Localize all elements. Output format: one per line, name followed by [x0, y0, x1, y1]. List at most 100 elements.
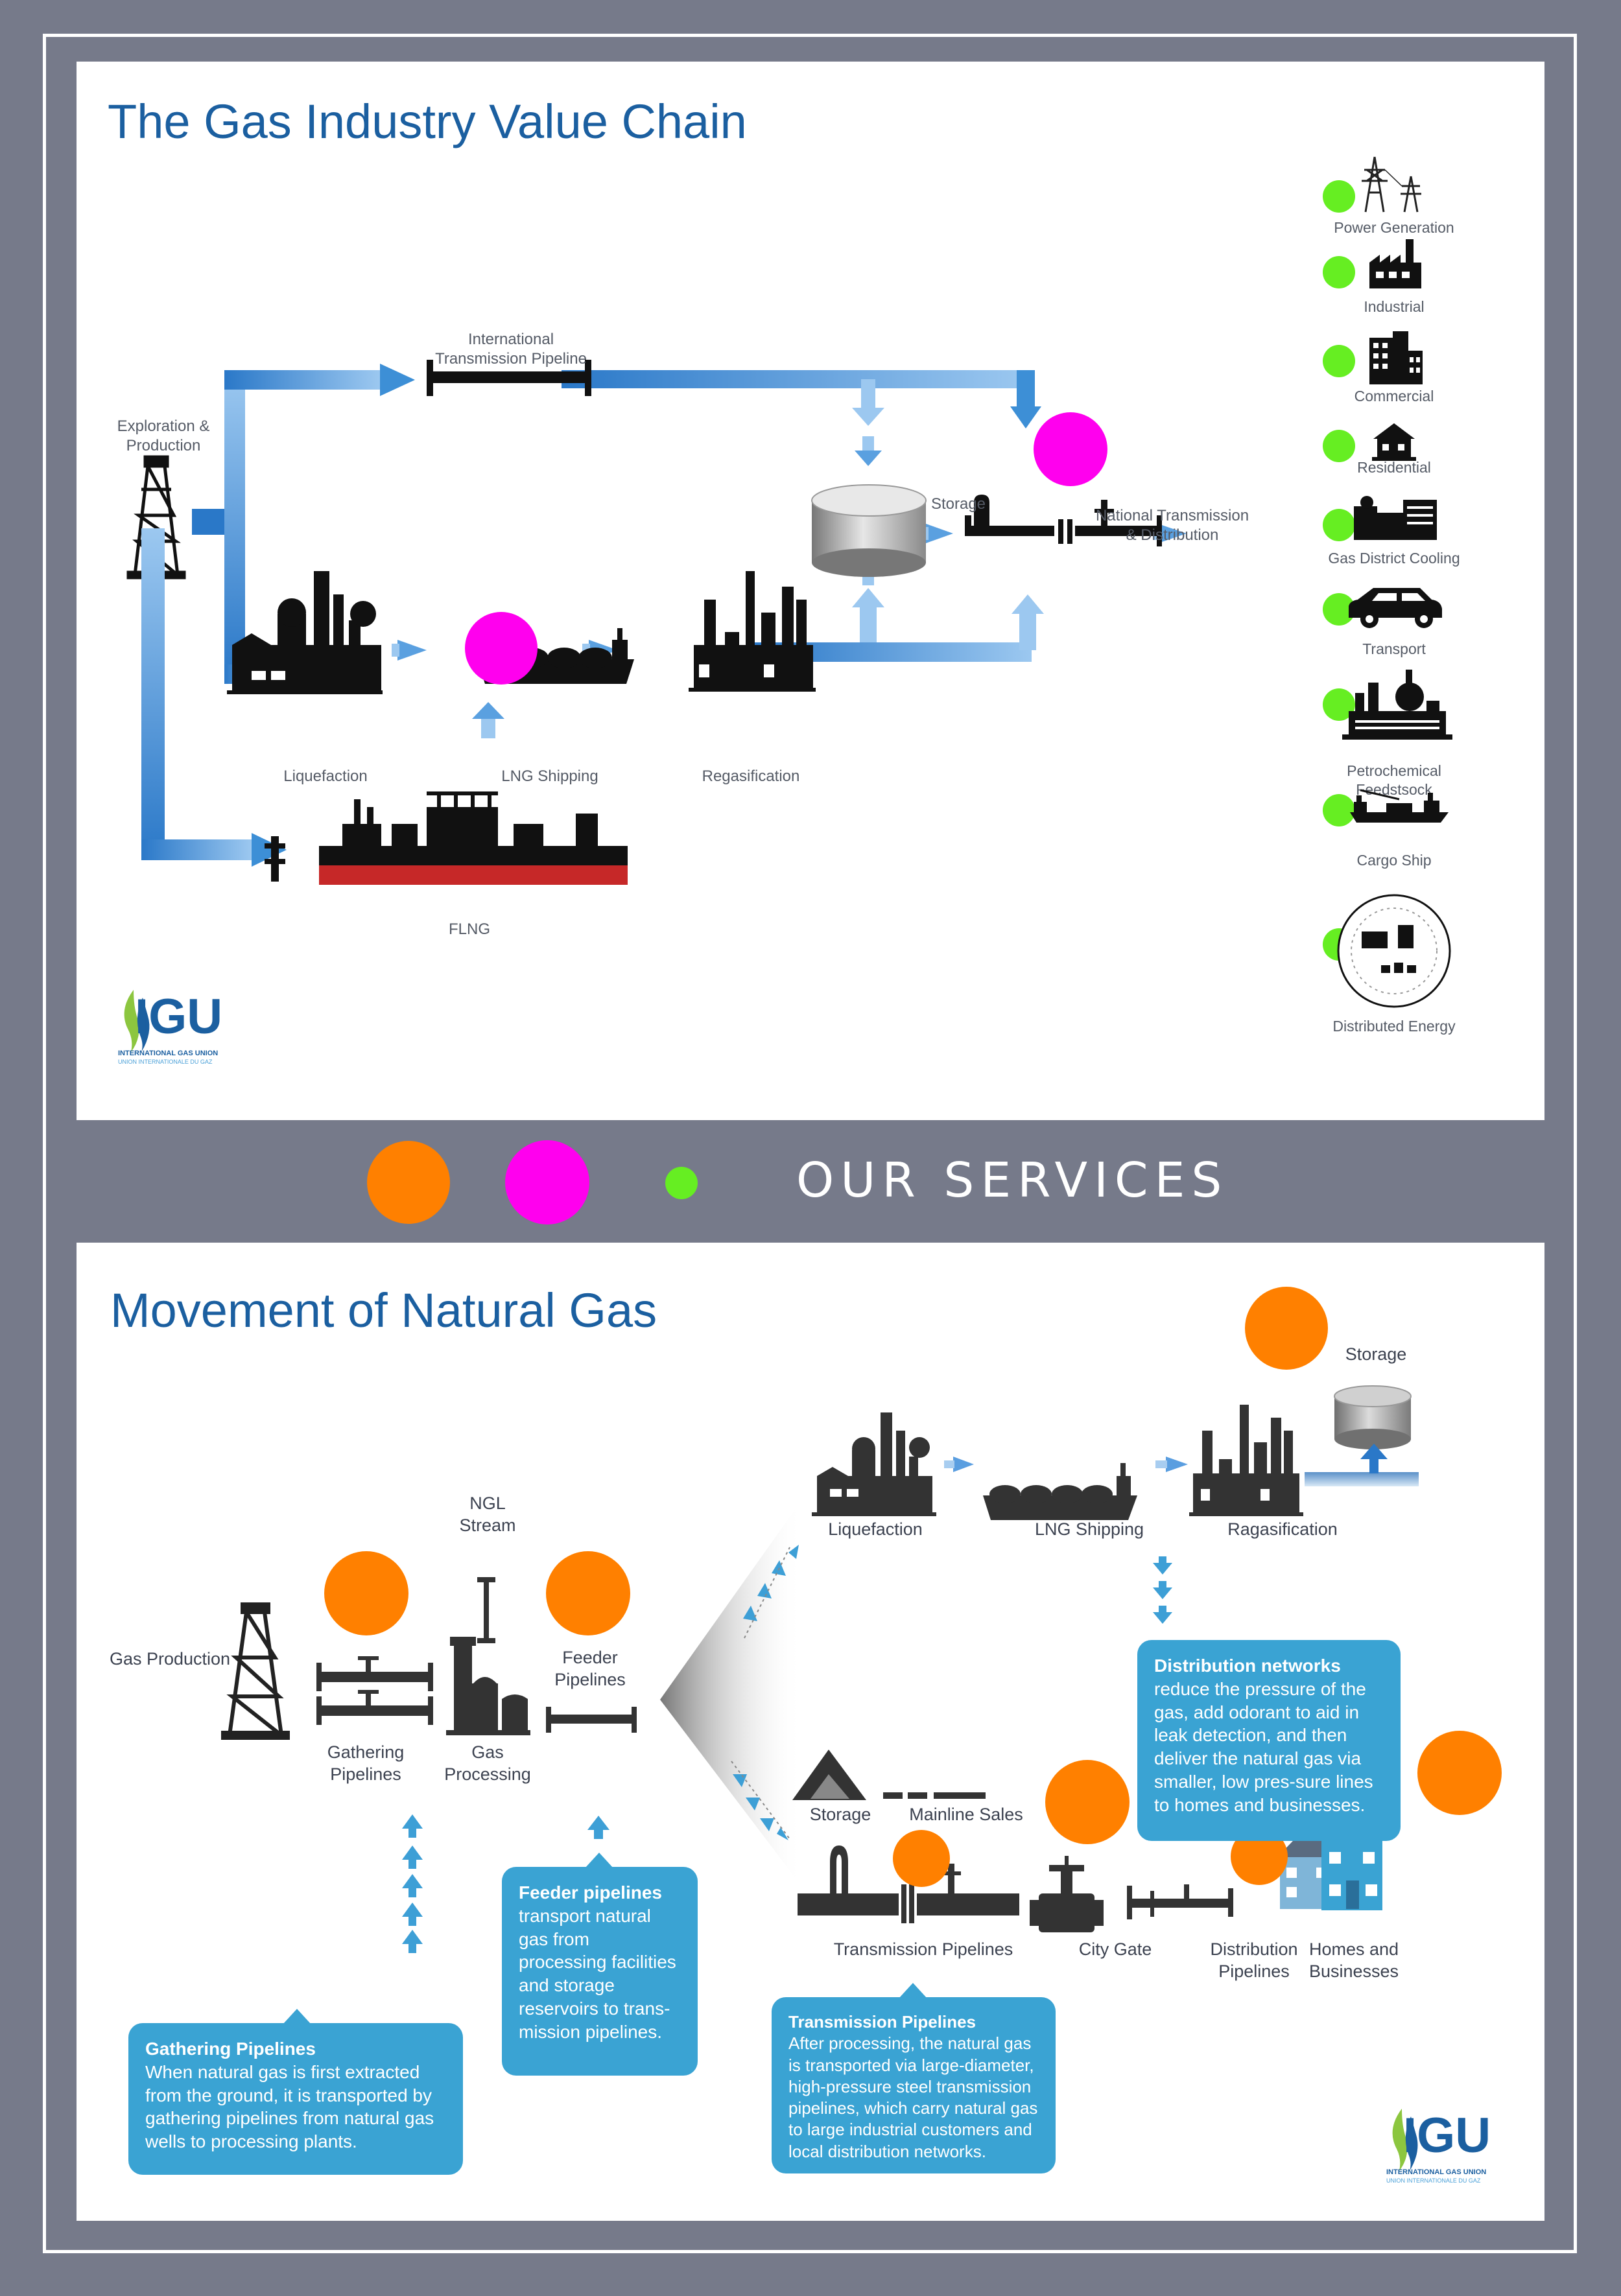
callout-title: Transmission Pipelines	[788, 2012, 976, 2032]
lng-shipping-label: LNG Shipping	[1034, 1519, 1144, 1539]
house-icon	[1372, 423, 1416, 461]
igu-logo: IGU INTERNATIONAL GAS UNION UNION INTERN…	[118, 989, 223, 1065]
value-chain-title: The Gas Industry Value Chain	[108, 95, 747, 148]
liquefaction-label: Liquefaction	[828, 1519, 923, 1539]
storage-tank-icon	[811, 484, 927, 577]
distributed-energy-icon	[1337, 894, 1451, 1008]
city-gate-label: City Gate	[1078, 1939, 1152, 1959]
end-use-marker	[1323, 256, 1355, 288]
end-use-label: Cargo Ship	[1356, 852, 1432, 869]
marker-orange	[1045, 1760, 1130, 1844]
marker-orange	[1231, 1828, 1288, 1885]
end-use-label: Distributed Energy	[1332, 1018, 1456, 1035]
movement-title: Movement of Natural Gas	[110, 1283, 657, 1337]
factory-icon	[1369, 239, 1421, 288]
igu-logo: IGU INTERNATIONAL GAS UNION UNION INTERN…	[1386, 2108, 1491, 2184]
callout-title: Gathering Pipelines	[145, 2039, 316, 2059]
callout-text: transport natural gas from processing fa…	[519, 1905, 676, 2042]
upward-arrows	[402, 1814, 609, 1953]
regasification-label: Regasification	[702, 767, 800, 785]
gas-production-label: Gas Production	[109, 1649, 231, 1669]
flng-vessel-icon	[265, 791, 628, 885]
flow-arrow	[953, 1457, 974, 1472]
marker-orange	[893, 1830, 950, 1887]
flow-arrow-tail	[944, 1460, 954, 1468]
marker-orange	[324, 1551, 408, 1635]
liquefaction-plant-icon	[812, 1412, 936, 1516]
end-use-label: Commercial	[1354, 388, 1434, 404]
mainline-sales-label: Mainline Sales	[909, 1805, 1023, 1824]
transmission-pipe-icon	[965, 495, 1162, 546]
end-use-label: Residential	[1357, 459, 1431, 476]
storage-hill-icon	[792, 1750, 866, 1800]
power-pylon-icon	[1362, 156, 1421, 213]
services-marker-magenta	[505, 1140, 589, 1224]
end-use-marker	[1323, 180, 1355, 213]
movement-panel: Movement of Natural Gas	[77, 1243, 1544, 2221]
liquefaction-label: Liquefaction	[283, 767, 368, 785]
value-chain-diagram	[126, 360, 1187, 885]
callout-title: Distribution networks	[1154, 1656, 1341, 1676]
marker-orange	[546, 1551, 630, 1635]
transmission-pipe-icon	[798, 1845, 1019, 1923]
petrochemical-plant-icon	[1342, 670, 1452, 740]
flow-arrow	[1166, 1457, 1188, 1472]
transmission-callout: Transmission Pipelines After processing,…	[772, 1983, 1056, 2173]
ngl-stream-icon	[477, 1577, 495, 1643]
end-use-marker	[1323, 794, 1355, 826]
up-arrow	[1360, 1444, 1388, 1459]
callout-title: Feeder pipelines	[519, 1882, 662, 1903]
pipeline-icon	[427, 360, 591, 396]
exploration-label: Exploration &Production	[117, 417, 210, 454]
transmission-pipelines-label: Transmission Pipelines	[833, 1939, 1013, 1959]
services-marker-orange	[367, 1141, 450, 1224]
car-icon	[1349, 588, 1442, 628]
services-marker-green	[665, 1167, 698, 1199]
gathering-callout: Gathering Pipelines When natural gas is …	[128, 2009, 463, 2175]
callout-text: After processing, the natural gas is tra…	[788, 2033, 1038, 2161]
gas-processing-icon	[446, 1637, 530, 1735]
value-chain-panel: The Gas Industry Value Chain	[77, 62, 1544, 1120]
distribution-pipe-icon	[1127, 1884, 1233, 1919]
lng-shipping-label: LNG Shipping	[501, 767, 598, 785]
end-use-marker	[1323, 345, 1355, 377]
end-use-marker	[1323, 509, 1355, 541]
cooling-plant-icon	[1354, 496, 1437, 540]
storage-tank-icon	[1334, 1385, 1412, 1449]
flng-label: FLNG	[448, 920, 491, 938]
end-use-label: Industrial	[1364, 298, 1425, 315]
our-services-heading: OUR SERVICES	[796, 1153, 1229, 1208]
office-building-icon	[1369, 331, 1423, 384]
outer-frame	[43, 34, 1577, 2253]
regasification-plant-icon	[689, 571, 816, 692]
distribution-callout: Distribution networks reduce the pressur…	[1137, 1640, 1401, 1841]
storage-lower-label: Storage	[809, 1805, 871, 1824]
feeder-callout: Feeder pipelines transport natural gas f…	[502, 1853, 698, 2076]
end-use-label: Power Generation	[1334, 219, 1454, 236]
down-arrows	[1153, 1556, 1172, 1624]
national-transmission-label: National Transmission& Distribution	[1095, 507, 1249, 544]
marker-magenta	[1034, 412, 1107, 486]
ground-strip	[1305, 1472, 1419, 1486]
city-gate-valve-icon	[1030, 1856, 1104, 1932]
feeder-pipe-icon	[546, 1707, 637, 1733]
cargo-ship-icon	[1350, 789, 1449, 823]
storage-label: Storage	[1345, 1344, 1407, 1364]
regasification-plant-icon	[1189, 1405, 1303, 1516]
mainline-sales-icon	[883, 1792, 986, 1799]
flow-arrow-tail	[1155, 1460, 1167, 1468]
gathering-pipes-icon	[316, 1656, 433, 1725]
marker-magenta	[465, 612, 538, 685]
callout-text: reduce the pressure of the gas, add odor…	[1154, 1678, 1373, 1815]
lng-ship-icon	[983, 1463, 1137, 1520]
storage-label: Storage	[930, 495, 986, 513]
gas-derrick-icon	[221, 1602, 290, 1740]
up-arrow	[1369, 1458, 1378, 1473]
end-use-label: Transport	[1362, 640, 1426, 657]
